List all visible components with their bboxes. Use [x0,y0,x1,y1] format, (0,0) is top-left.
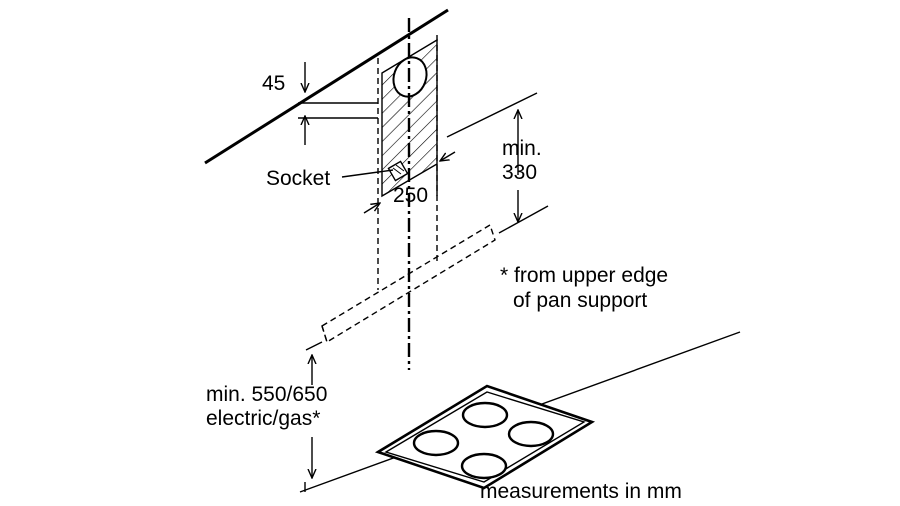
cooktop [374,384,596,490]
min-side-value: 330 [502,161,537,184]
height-label: min. 550/650 [206,383,327,406]
burner-icon [461,401,509,429]
top-gap-label: 45 [262,72,285,95]
chimney-outline [377,35,438,290]
burner-icon [412,429,460,457]
socket-leader [341,169,394,178]
note-line-1: * from upper edge [500,264,668,287]
burner-icon [460,452,508,480]
width-dimension [363,151,456,214]
socket-icon [387,160,409,182]
hood-outline [321,223,496,344]
min-side-label: min. [502,137,542,160]
units-label: measurements in mm [480,480,682,503]
note-line-2: of pan support [513,289,647,312]
ceiling-edge [204,8,449,165]
width-label: 250 [393,184,428,207]
burner-icon [507,420,555,448]
side-distance-dimension [446,92,549,234]
top-gap-dimension [298,62,378,145]
socket-label: Socket [266,167,330,190]
height-sublabel: electric/gas* [206,407,320,430]
